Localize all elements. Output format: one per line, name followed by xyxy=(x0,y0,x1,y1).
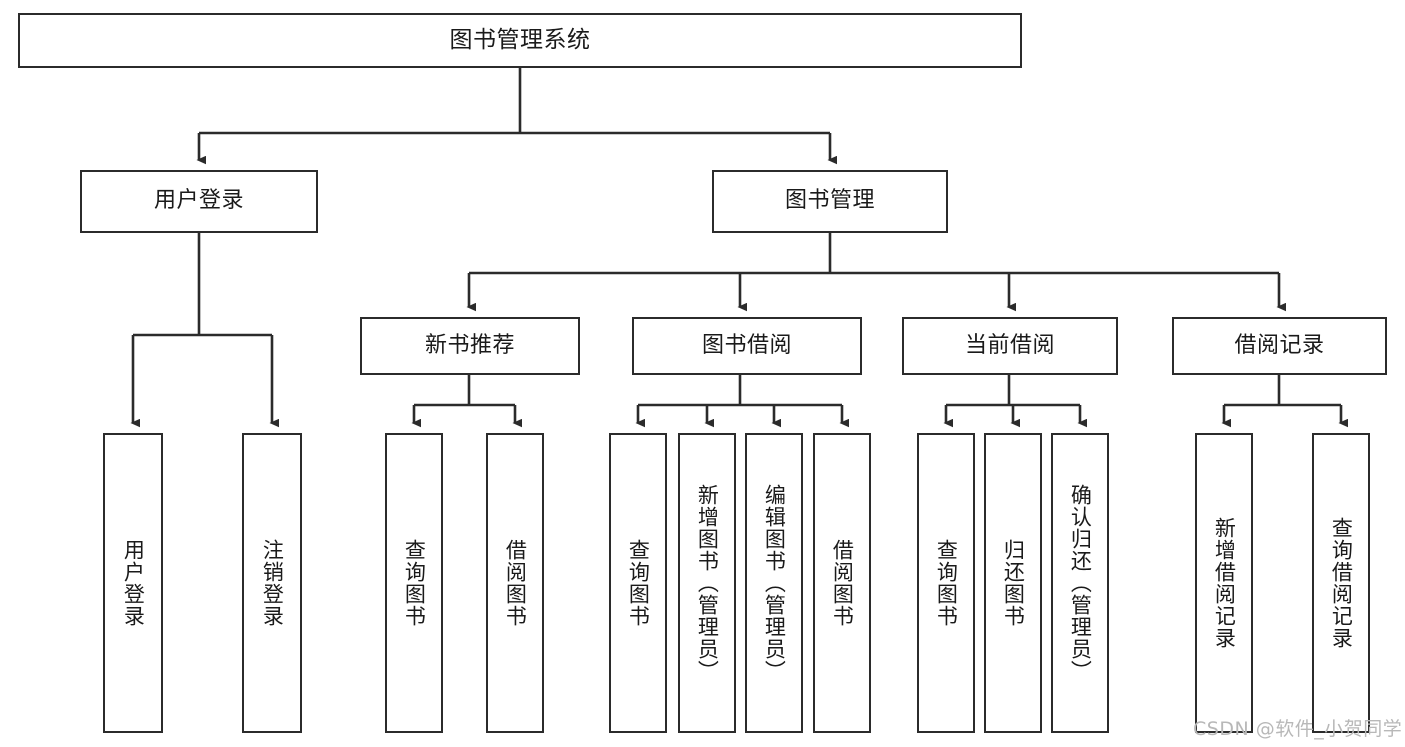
node-label: 查询图书 xyxy=(626,539,651,627)
leaf-current-return-book[interactable]: 归还图书 xyxy=(984,433,1042,733)
node-book-management[interactable]: 图书管理 xyxy=(712,170,948,233)
node-label: 查询图书 xyxy=(402,539,427,627)
node-label: 图书借阅 xyxy=(701,332,792,358)
node-label: 确认归还（管理员） xyxy=(1068,484,1093,682)
node-current-borrow[interactable]: 当前借阅 xyxy=(902,317,1118,375)
node-label: 新书推荐 xyxy=(424,332,515,358)
node-label: 用户登录 xyxy=(121,539,146,627)
node-user-login[interactable]: 用户登录 xyxy=(80,170,318,233)
node-label: 编辑图书（管理员） xyxy=(762,484,787,682)
watermark-text: CSDN @软件_小贺同学 xyxy=(1193,718,1403,740)
node-label: 新增借阅记录 xyxy=(1212,517,1237,649)
node-new-book-recommend[interactable]: 新书推荐 xyxy=(360,317,580,375)
leaf-current-query-book[interactable]: 查询图书 xyxy=(917,433,975,733)
node-label: 查询借阅记录 xyxy=(1329,517,1354,649)
leaf-current-confirm-return-admin[interactable]: 确认归还（管理员） xyxy=(1051,433,1109,733)
leaf-borrow-edit-book-admin[interactable]: 编辑图书（管理员） xyxy=(745,433,803,733)
node-label: 新增图书（管理员） xyxy=(695,484,720,682)
node-label: 注销登录 xyxy=(260,539,285,627)
leaf-newbook-query-book[interactable]: 查询图书 xyxy=(385,433,443,733)
node-label: 借阅记录 xyxy=(1234,332,1325,358)
node-label: 查询图书 xyxy=(934,539,959,627)
leaf-record-query-record[interactable]: 查询借阅记录 xyxy=(1312,433,1370,733)
leaf-record-add-record[interactable]: 新增借阅记录 xyxy=(1195,433,1253,733)
leaf-borrow-borrow-book[interactable]: 借阅图书 xyxy=(813,433,871,733)
node-label: 归还图书 xyxy=(1001,539,1026,627)
node-label: 当前借阅 xyxy=(964,332,1055,358)
node-label: 图书管理 xyxy=(784,188,875,214)
leaf-user-login[interactable]: 用户登录 xyxy=(103,433,163,733)
node-label: 图书管理系统 xyxy=(449,26,591,53)
node-label: 借阅图书 xyxy=(503,539,528,627)
leaf-newbook-borrow-book[interactable]: 借阅图书 xyxy=(486,433,544,733)
node-book-borrow[interactable]: 图书借阅 xyxy=(632,317,862,375)
leaf-borrow-add-book-admin[interactable]: 新增图书（管理员） xyxy=(678,433,736,733)
node-borrow-record[interactable]: 借阅记录 xyxy=(1172,317,1387,375)
leaf-user-logout[interactable]: 注销登录 xyxy=(242,433,302,733)
node-label: 借阅图书 xyxy=(830,539,855,627)
node-root-system[interactable]: 图书管理系统 xyxy=(18,13,1022,68)
node-label: 用户登录 xyxy=(153,188,244,214)
leaf-borrow-query-book[interactable]: 查询图书 xyxy=(609,433,667,733)
